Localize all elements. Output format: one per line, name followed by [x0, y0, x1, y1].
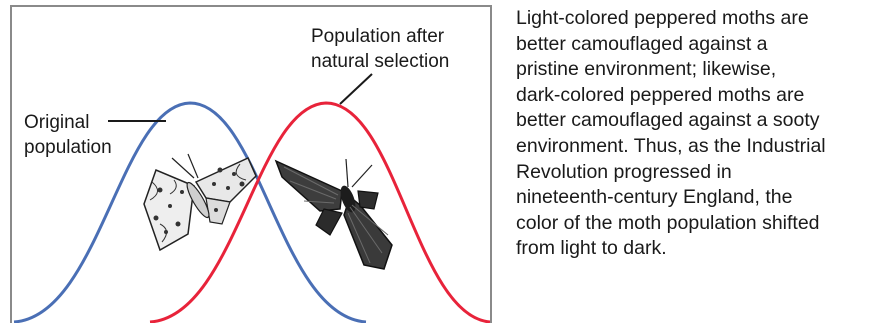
after-label-line1: Population after — [311, 26, 445, 47]
caption-line: color of the moth population shifted — [516, 211, 888, 237]
caption-line: dark-colored peppered moths are — [516, 83, 888, 109]
original-label-line2: population — [24, 137, 112, 158]
caption-text: Light-colored peppered moths are better … — [516, 6, 888, 262]
original-label-line1: Original — [24, 112, 89, 133]
caption-line: Light-colored peppered moths are — [516, 6, 888, 32]
after-label-line2: natural selection — [311, 51, 449, 72]
caption-line: better camouflaged against a sooty — [516, 108, 888, 134]
caption-line: from light to dark. — [516, 236, 888, 262]
caption-line: environment. Thus, as the Industrial — [516, 134, 888, 160]
caption-line: pristine environment; likewise, — [516, 57, 888, 83]
caption-line: better camouflaged against a — [516, 32, 888, 58]
light-moth-icon — [144, 154, 256, 250]
figure-panel: Original population Population after nat… — [0, 0, 500, 323]
caption-line: nineteenth-century England, the — [516, 185, 888, 211]
after-label-leader — [340, 74, 372, 104]
population-diagram: Original population Population after nat… — [0, 0, 500, 323]
caption-line: Revolution progressed in — [516, 160, 888, 186]
